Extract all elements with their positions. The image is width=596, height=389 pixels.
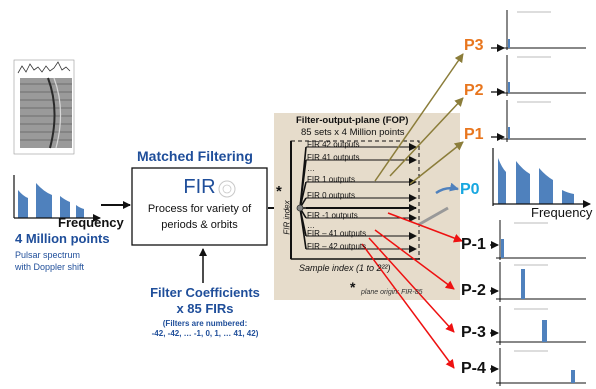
fop-origin-note: plane origin: FIR-85 <box>361 289 423 296</box>
fop-origin-dot <box>296 204 304 212</box>
fir-box-title: FIR <box>183 176 216 198</box>
input-frequency-label: Frequency <box>58 215 124 230</box>
fop-row: FIR -1 outputs <box>307 211 358 220</box>
fir-box-text-line2: periods & orbits <box>161 219 238 231</box>
p0-plot <box>492 148 591 208</box>
fop-row: FIR 1 outputs <box>307 175 356 184</box>
coefficients-title-line2: x 85 FIRs <box>176 301 234 316</box>
negative-output-arrows <box>361 212 463 369</box>
fop-title-line2: 85 sets x 4 Million points <box>301 127 405 138</box>
p-label-connectors <box>490 44 505 373</box>
p3-plot <box>501 10 586 50</box>
fop-row: … <box>307 164 315 173</box>
input-caption-line2: with Doppler shift <box>15 262 85 272</box>
p2-label: P2 <box>464 82 484 99</box>
fop-row: … <box>307 221 315 230</box>
p0-frequency-label: Frequency <box>531 205 593 220</box>
fop-row-arrows <box>306 143 417 253</box>
p0-arrow <box>435 182 459 195</box>
p-4-label: P-4 <box>461 360 486 377</box>
fop-y-label: FIR index <box>282 200 292 235</box>
fop-row: FIR 0 outputs <box>307 191 356 200</box>
coefficients-note-line2: -42, -42, … -1, 0, 1, … 41, 42) <box>151 329 259 338</box>
fop-row: FIR 41 outputs <box>307 153 360 162</box>
fir-box <box>131 167 268 246</box>
pulsar-waterfall-image <box>13 59 75 155</box>
fop-title-line1: Filter-output-plane (FOP) <box>296 115 409 126</box>
p0-label: P0 <box>460 181 480 198</box>
p-2-label: P-2 <box>461 282 486 299</box>
positive-output-arrows <box>374 53 464 185</box>
fop-background <box>274 113 460 300</box>
p-1-label: P-1 <box>461 236 486 253</box>
p3-label: P3 <box>464 37 484 54</box>
fop-x-label: Sample index (1 to 2²²) <box>299 263 391 273</box>
fir-box-text-line1: Process for variety of <box>147 203 252 215</box>
p2-plot <box>501 55 586 96</box>
fop-star-marker: * <box>276 183 282 200</box>
p-4-plot <box>496 348 586 386</box>
fop-row: FIR 42 outputs <box>307 140 360 149</box>
matched-filtering-title: Matched Filtering <box>137 148 253 164</box>
input-points-label: 4 Million points <box>15 231 110 246</box>
p-2-plot <box>496 262 586 302</box>
p-3-plot <box>496 306 586 345</box>
p1-label: P1 <box>464 126 484 143</box>
fop-star: * <box>350 279 356 295</box>
p-3-label: P-3 <box>461 324 486 341</box>
p1-plot <box>501 100 586 142</box>
fop-row: FIR – 41 outputs <box>307 229 367 238</box>
p-1-plot <box>496 220 586 260</box>
fop-row: FIR – 42 outputs <box>307 242 367 251</box>
p0-pointer <box>417 206 449 227</box>
input-spectrum-plot <box>13 175 101 222</box>
input-caption-line1: Pulsar spectrum <box>15 250 81 260</box>
coefficients-title-line1: Filter Coefficients <box>150 285 260 300</box>
watermark-seal <box>218 180 236 198</box>
coefficients-note-line1: (Filters are numbered: <box>162 319 248 328</box>
